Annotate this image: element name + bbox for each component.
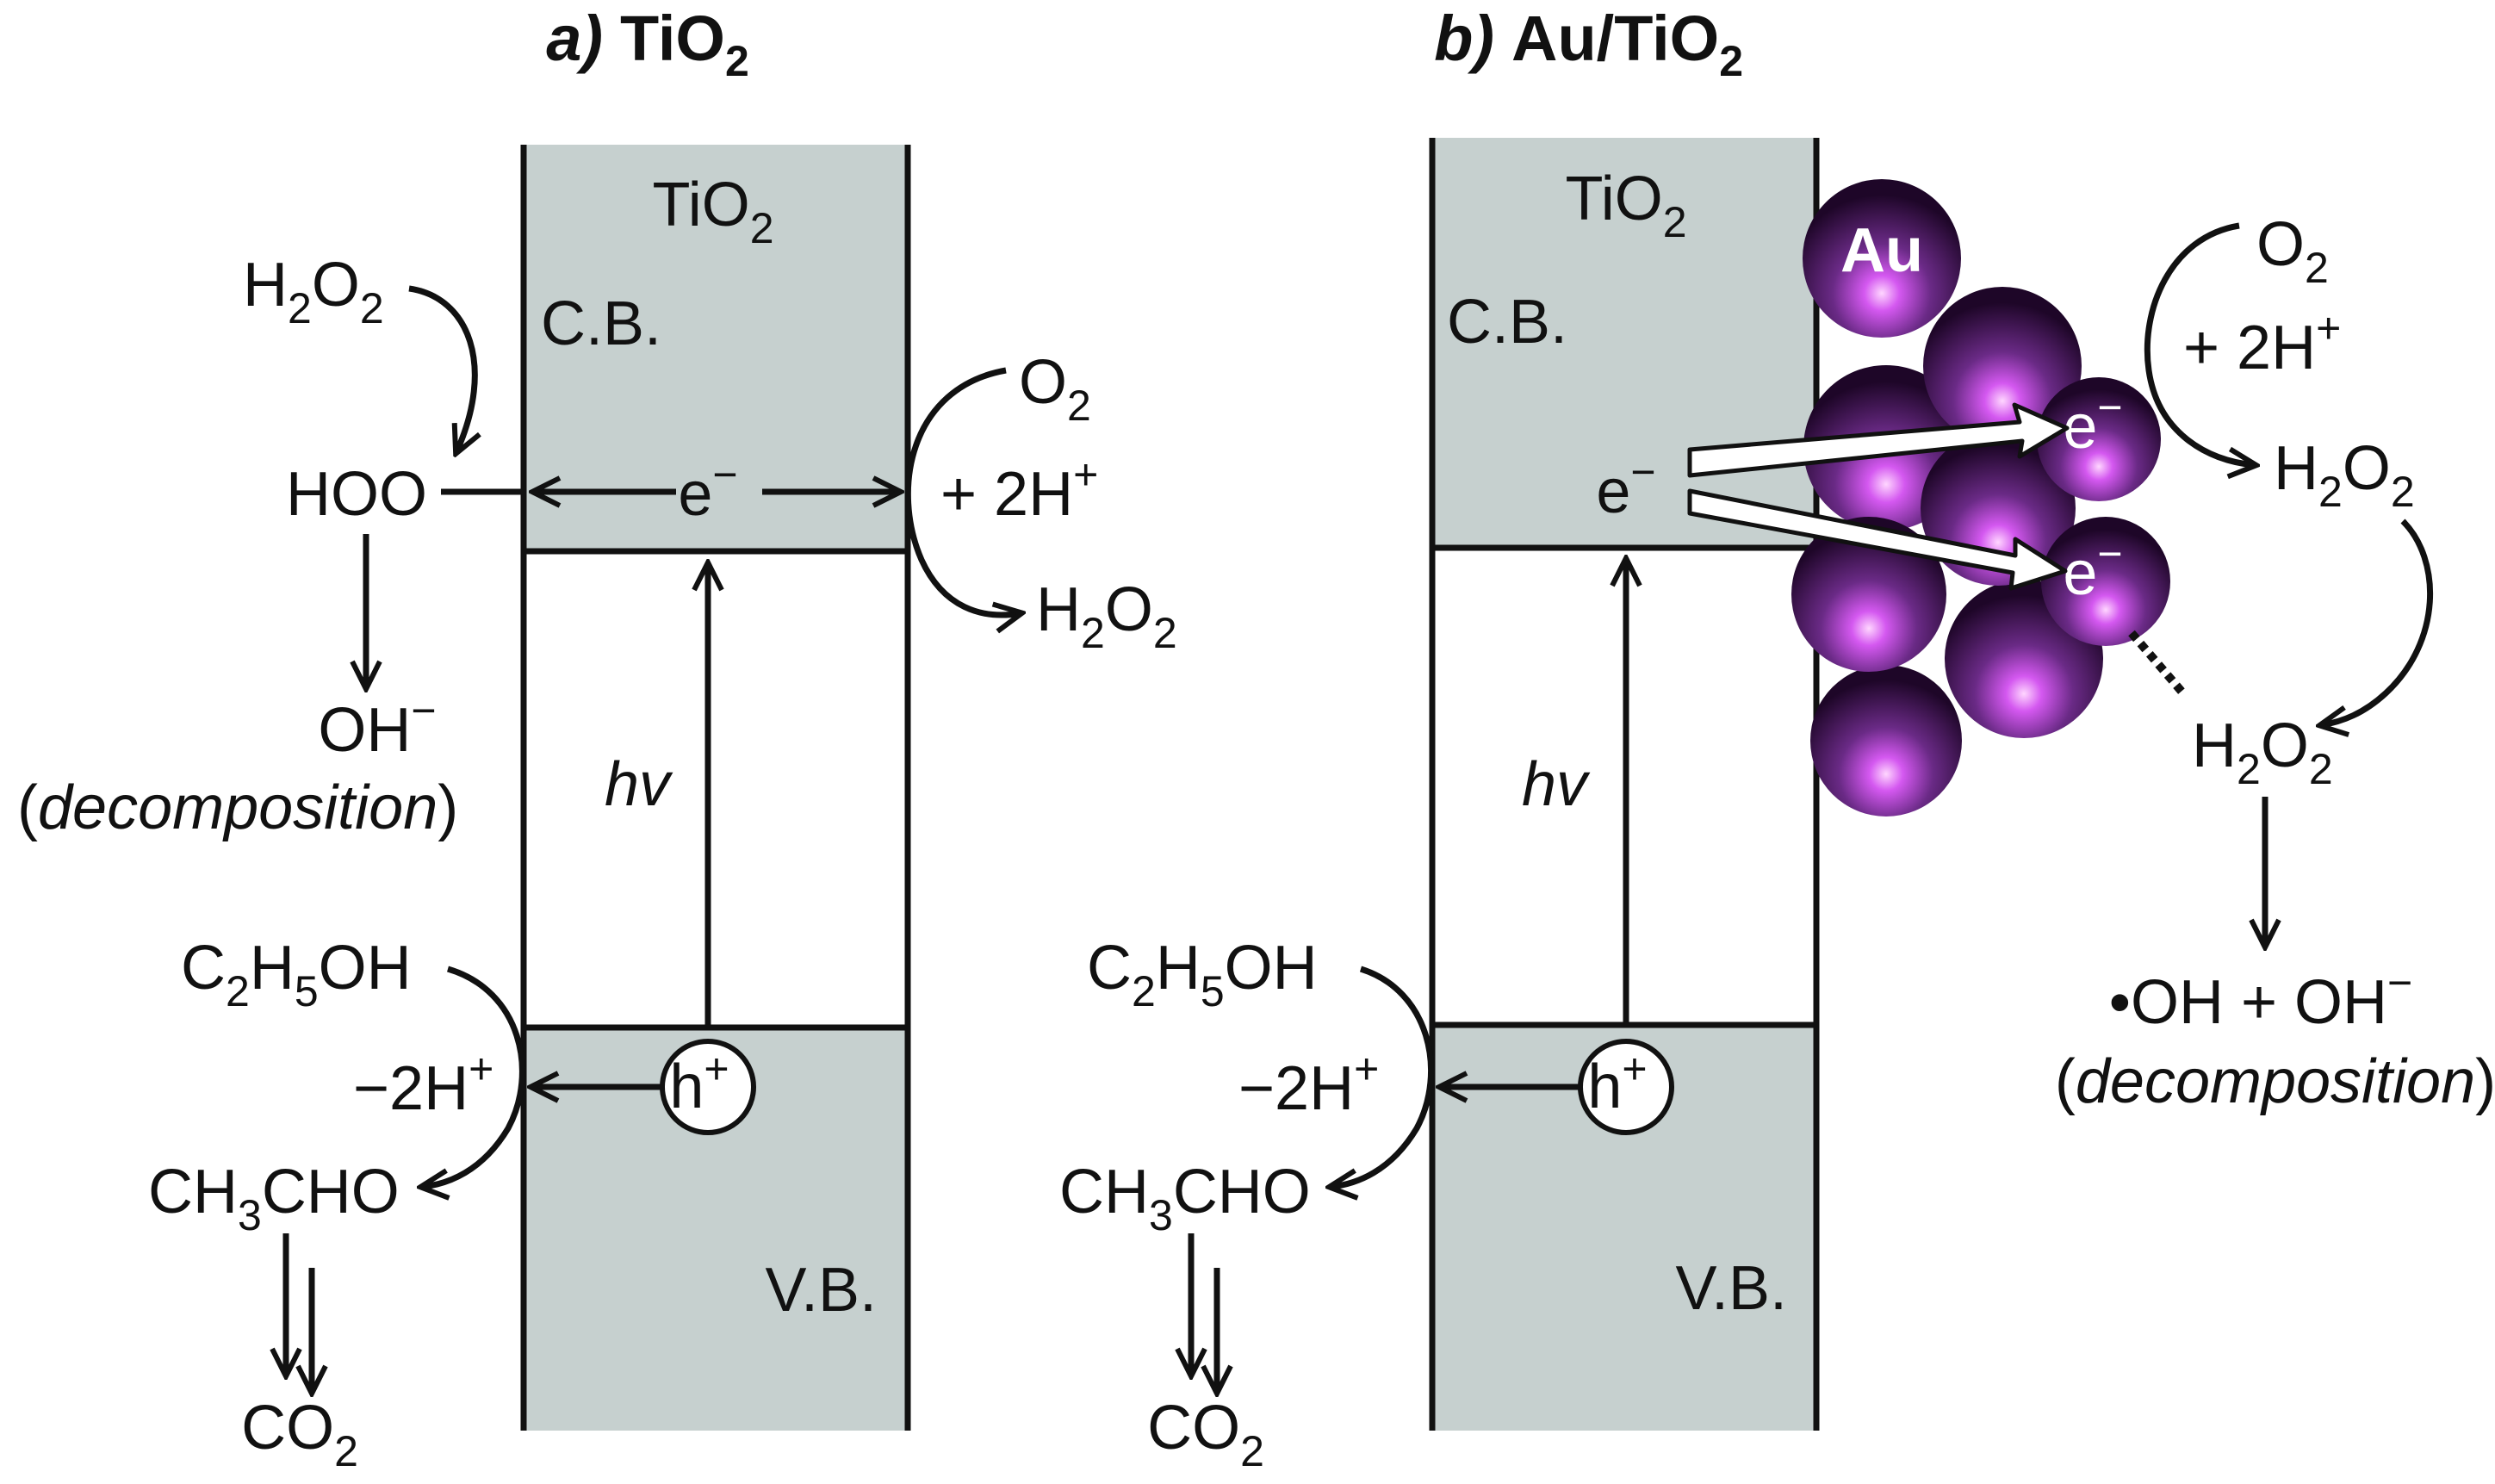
panel-a-ethanol: C2H5OH [181, 934, 412, 1015]
panel-a-ethanol-oxidation-arrow [422, 966, 525, 1187]
panel-a-h2o2-left: H2O2 [243, 251, 384, 332]
panel-b-plus-2h: + 2H+ [2183, 304, 2341, 382]
panel-a-hole-circle [660, 1039, 756, 1135]
panel-b-conduction-band [1432, 138, 1816, 548]
panel-b-products: •OH + OH− [2109, 959, 2412, 1037]
panel-a-plus-2h: + 2H+ [940, 450, 1098, 529]
panel-b-h2o2-adsorbed: H2O2 [2192, 711, 2333, 793]
panel-a-h2o2-right: H2O2 [1036, 575, 1177, 657]
panel-a-o2: O2 [1019, 348, 1091, 430]
panel-b-material-label: TiO2 [1565, 165, 1686, 246]
au-electron-2: e− [2063, 530, 2122, 608]
panel-a-h2o2-to-hoo-arrow [408, 285, 475, 452]
au-cluster: Au e− e− [1791, 179, 2170, 817]
panel-b-ethanol: C2H5OH [1087, 934, 1318, 1015]
panel-a-decomposition: (decomposition) [17, 773, 458, 842]
panel-a-vb-label: V.B. [766, 1256, 877, 1325]
panel-b-acetaldehyde: CH3CHO [1059, 1158, 1311, 1239]
panel-b-hole-circle [1578, 1039, 1674, 1135]
panel-a-cb-label: C.B. [541, 289, 661, 358]
au-sphere [2037, 377, 2161, 501]
panel-a-hoo: HOO [286, 460, 427, 529]
panel-a-acetaldehyde: CH3CHO [148, 1158, 400, 1239]
panel-a-title-prefix: a) [546, 3, 603, 74]
au-sphere [2041, 517, 2170, 646]
transfer-arrow-lower [1687, 488, 2068, 591]
transfer-arrow-upper [1687, 402, 2070, 478]
panel-b-photon-label: hv [1522, 750, 1591, 819]
panel-b: b) Au/TiO2 TiO2 C.B. V.B. Au e− e− e− [1059, 3, 2495, 1475]
panel-b-ethanol-oxidation-arrow [1331, 966, 1435, 1187]
panel-b-decomposition: (decomposition) [2055, 1047, 2495, 1116]
au-sphere [1810, 665, 1962, 817]
panel-b-electron: e− [1596, 448, 1655, 526]
panel-b-title: Au/TiO2 [1511, 3, 1743, 85]
panel-a-minus-2h: −2H+ [353, 1045, 493, 1123]
panel-a-co2: CO2 [241, 1394, 358, 1475]
panel-a-hole: h+ [669, 1045, 729, 1121]
panel-b-minus-2h: −2H+ [1238, 1045, 1379, 1123]
panel-b-cb-label: C.B. [1447, 288, 1567, 357]
panel-b-h2o2-upper: H2O2 [2274, 434, 2415, 516]
panel-a-conduction-band [524, 145, 908, 551]
au-electron-1: e− [2063, 383, 2122, 462]
panel-b-co2: CO2 [1147, 1394, 1264, 1475]
panel-a-title: TiO2 [620, 3, 749, 85]
panel-a-electron: e− [678, 450, 737, 529]
panel-b-hole: h+ [1587, 1045, 1647, 1121]
panel-a-o2-reduction-arrow [904, 367, 1021, 615]
panel-b-title-prefix: b) [1434, 3, 1494, 74]
panel-b-adsorption-bond [2128, 630, 2187, 697]
panel-a-material-label: TiO2 [652, 171, 773, 252]
panel-a-oh-minus: OH− [318, 686, 436, 765]
panel-b-h2o2-curve-arrow [2321, 518, 2434, 725]
panel-b-o2-reduction-arrow [2144, 222, 2255, 465]
au-sphere [1923, 287, 2082, 445]
panel-a-photon-label: hv [605, 750, 673, 819]
au-label: Au [1840, 216, 1923, 285]
panel-b-o2: O2 [2256, 210, 2329, 292]
panel-a: a) TiO2 TiO2 C.B. V.B. e− hv h+ H2O2 HOO… [17, 3, 1177, 1475]
au-sphere [1803, 179, 1961, 338]
panel-b-vb-label: V.B. [1676, 1254, 1787, 1323]
